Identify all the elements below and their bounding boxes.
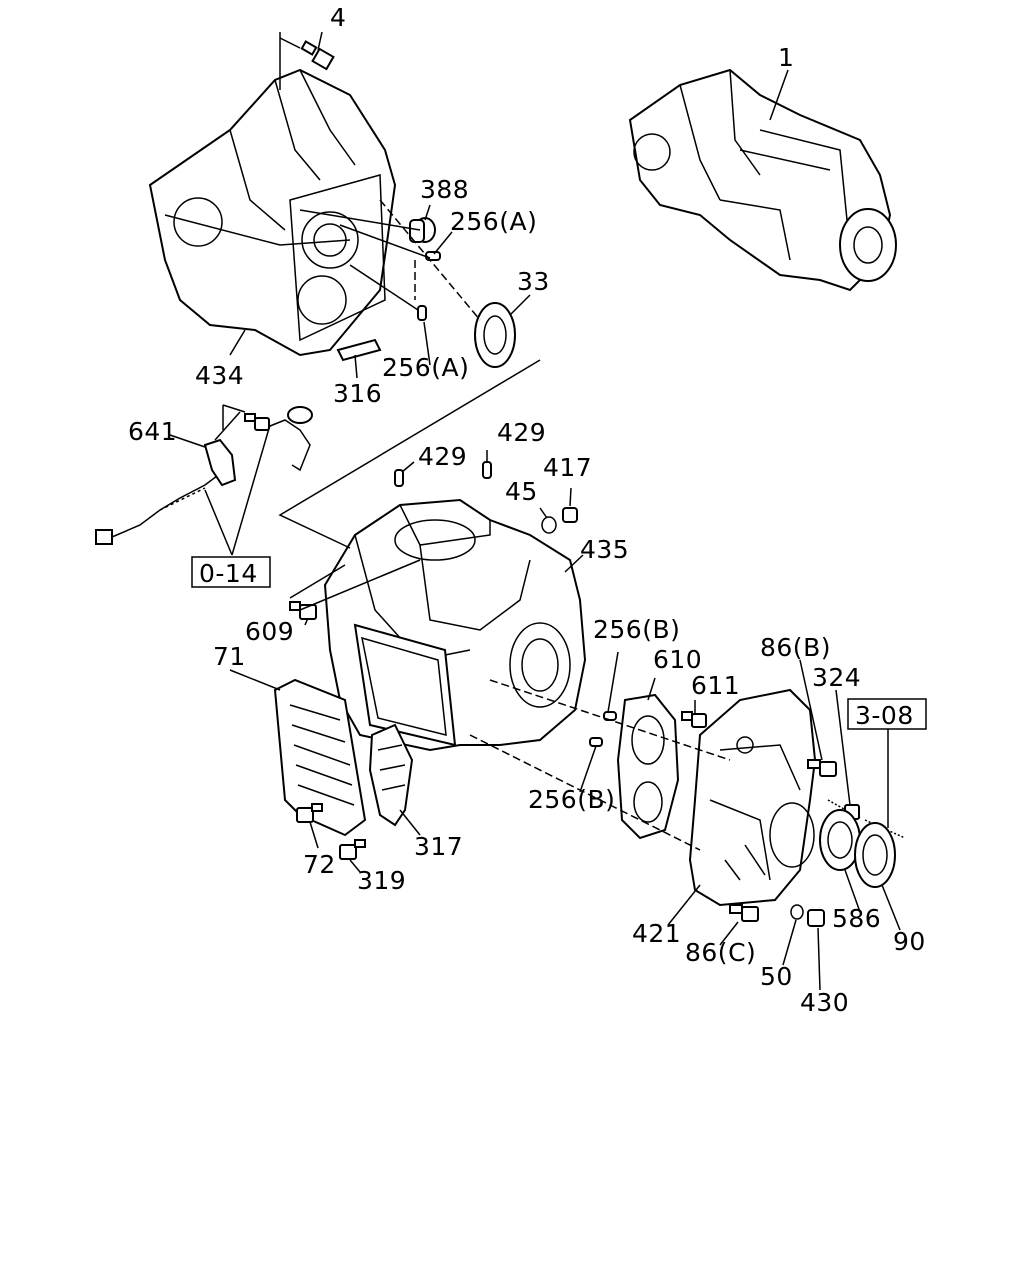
plug-417	[562, 507, 578, 523]
label-part-72: 72	[303, 850, 336, 879]
label-part-256a-lower: 256(A)	[382, 353, 469, 382]
bolt-611	[681, 711, 707, 728]
leader-lines	[169, 31, 901, 991]
washer-50	[790, 904, 804, 920]
label-part-90: 90	[893, 927, 926, 956]
label-part-435: 435	[580, 535, 629, 564]
label-part-256b-lower: 256(B)	[528, 785, 615, 814]
label-part-316: 316	[333, 379, 382, 408]
label-part-430: 430	[800, 988, 849, 1017]
sensor-bolt	[244, 413, 270, 431]
bracket-317	[368, 723, 414, 827]
label-part-71: 71	[213, 642, 246, 671]
label-part-33: 33	[517, 267, 550, 296]
label-part-417: 417	[543, 453, 592, 482]
reference-box-0-14-frame	[191, 556, 271, 588]
dowel-pin-429-left	[394, 469, 404, 487]
label-part-611: 611	[691, 671, 740, 700]
label-part-86b: 86(B)	[760, 633, 831, 662]
reference-3-08: 3-08	[855, 701, 914, 730]
bolt-319	[339, 839, 366, 860]
dowel-pin-256b-lower	[589, 737, 603, 747]
reference-0-14: 0-14	[199, 559, 258, 588]
label-part-388: 388	[420, 175, 469, 204]
label-part-434: 434	[195, 361, 244, 390]
transmission-case-435	[323, 498, 587, 752]
transmission-assembly-1	[628, 68, 897, 292]
bearing-586	[819, 809, 861, 871]
label-part-609: 609	[245, 617, 294, 646]
label-part-319: 319	[357, 866, 406, 895]
label-part-429-right: 429	[497, 418, 546, 447]
label-part-586: 586	[832, 904, 881, 933]
label-part-256a-upper: 256(A)	[450, 207, 537, 236]
bushing-388	[409, 217, 436, 243]
clutch-housing-434	[148, 68, 397, 357]
label-part-641: 641	[128, 417, 177, 446]
label-part-324: 324	[812, 663, 861, 692]
bolt-4	[300, 40, 335, 71]
label-part-256b-upper: 256(B)	[593, 615, 680, 644]
label-part-429-left: 429	[418, 442, 467, 471]
bolt-72	[296, 803, 323, 823]
plate-316	[336, 338, 382, 362]
label-part-50: 50	[760, 962, 793, 991]
speed-sensor-harness-641	[95, 406, 313, 545]
dowel-pin-429-right	[482, 461, 492, 479]
oil-seal-33	[474, 302, 516, 368]
o-ring-45	[541, 516, 557, 534]
label-part-421: 421	[632, 919, 681, 948]
oil-seal-90	[854, 822, 896, 888]
cover-plate-71	[273, 678, 367, 837]
plug-430	[807, 909, 825, 927]
label-part-86c: 86(C)	[685, 938, 756, 967]
label-part-317: 317	[414, 832, 463, 861]
dowel-pin-256a-lower	[417, 305, 427, 321]
bolt-86b	[807, 759, 837, 777]
bolt-86c	[729, 904, 759, 922]
label-part-610: 610	[653, 645, 702, 674]
gasket-610	[616, 693, 680, 840]
extension-housing-421	[688, 688, 817, 907]
label-part-4: 4	[330, 3, 346, 32]
label-part-1: 1	[778, 43, 794, 72]
label-part-45: 45	[505, 477, 538, 506]
reference-box-3-08-frame	[847, 698, 927, 730]
